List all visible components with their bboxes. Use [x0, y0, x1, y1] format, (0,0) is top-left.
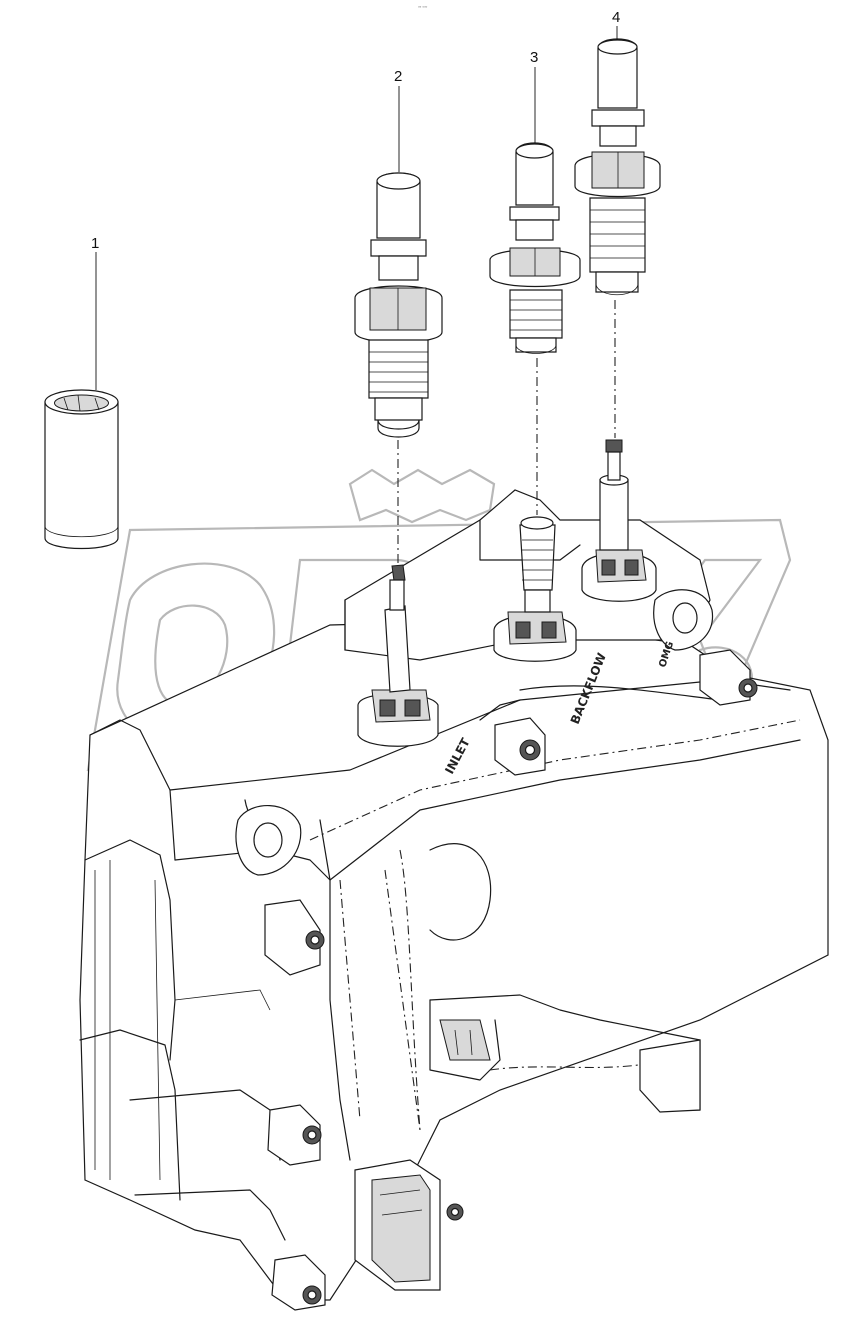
callout-2: 2 [394, 68, 402, 172]
callout-4-label: 4 [612, 9, 620, 26]
callout-3-label: 3 [530, 49, 538, 66]
part-2-sensor [354, 172, 443, 438]
fuel-filter-housing [79, 489, 829, 1311]
callout-3: 3 [530, 49, 538, 143]
part-4-sensor [574, 38, 661, 296]
callout-4: 4 [612, 9, 620, 40]
housing-socket-right [581, 439, 657, 602]
housing-socket-middle [493, 516, 577, 662]
part-3-sensor [489, 142, 581, 354]
header-mark: ⁰⁶ ⁰⁰⁰ [418, 5, 428, 10]
housing-socket-left [357, 564, 439, 747]
callout-1-label: 1 [91, 235, 99, 252]
callout-2-label: 2 [394, 68, 402, 85]
callout-1: 1 [91, 235, 99, 390]
part-1-filter-sleeve [44, 389, 119, 550]
